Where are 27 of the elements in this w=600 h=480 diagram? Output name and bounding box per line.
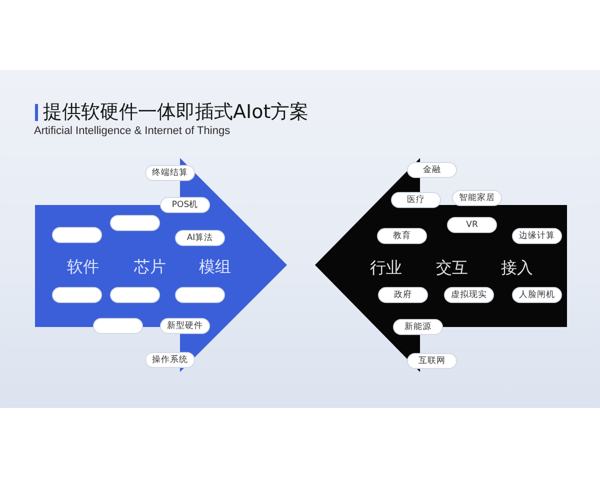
tag-pill: 边缘计算 [512, 228, 562, 244]
tag-pill: 操作系统 [145, 352, 195, 368]
arrow-label: 模组 [199, 258, 231, 276]
arrow-label: 交互 [436, 259, 468, 277]
tag-pill: 互联网 [407, 353, 457, 369]
arrow-label: 芯片 [134, 258, 166, 276]
blank-pill [52, 227, 102, 243]
tag-pill: 教育 [377, 228, 427, 244]
tag-pill: 人脸闸机 [512, 287, 562, 303]
blank-pill [110, 215, 160, 231]
tag-pill: 终端结算 [145, 165, 195, 181]
tag-pill: 虚拟现实 [444, 287, 494, 303]
arrow-label: 行业 [370, 259, 402, 277]
arrow-label: 软件 [67, 258, 99, 276]
tag-pill: 智能家居 [452, 190, 502, 206]
block-arrow [315, 158, 567, 372]
tag-pill: 政府 [378, 287, 428, 303]
tag-pill: AI算法 [175, 230, 225, 246]
blank-pill [52, 287, 102, 303]
arrow-label: 接入 [501, 259, 533, 277]
blank-pill [175, 287, 225, 303]
block-arrow [35, 158, 287, 372]
tag-pill: 金融 [407, 162, 457, 178]
title: 提供软硬件一体即插式AIot方案 [43, 101, 309, 123]
tag-pill: VR [447, 217, 497, 233]
subtitle: Artificial Intelligence & Internet of Things [34, 125, 230, 138]
blank-pill [110, 287, 160, 303]
